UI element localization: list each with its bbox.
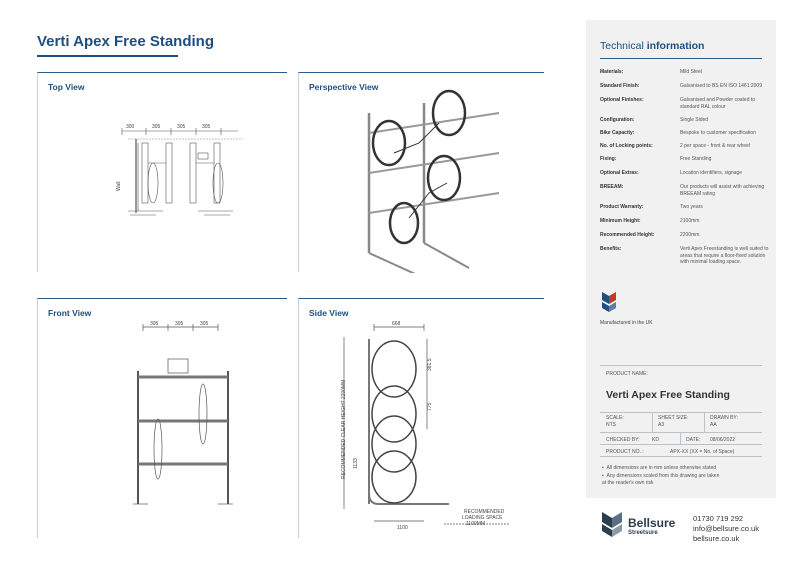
scale-value: NTS: [606, 422, 616, 428]
checked-label: CHECKED BY:: [606, 437, 640, 443]
contact-phone[interactable]: 01730 719 292: [693, 514, 744, 523]
side-loading-label-3: 1100MM: [466, 521, 485, 527]
spec-value: Mild Steel: [680, 69, 702, 75]
checked-value: KD: [652, 437, 659, 443]
perspective-view-panel: Perspective View: [298, 72, 544, 273]
spec-value: Single Sided: [680, 117, 709, 123]
spec-key: Bike Capacity:: [600, 130, 635, 136]
spec-key: Optional Finishes:: [600, 97, 644, 103]
spec-value: Location identifiers, signage: [680, 170, 742, 176]
product-name-label: PRODUCT NAME:: [606, 371, 648, 377]
spec-key: Product Warranty:: [600, 204, 644, 210]
tb-divider: [652, 412, 653, 432]
spec-value: 2 per space - front & rear wheel: [680, 143, 751, 149]
top-dim-3: 305: [177, 124, 186, 130]
spec-key: Materials:: [600, 69, 624, 75]
tb-line: [600, 456, 762, 457]
note-text: All dimensions are in mm unless otherwis…: [606, 465, 717, 471]
front-dim-3: 305: [200, 321, 209, 327]
spec-key: Recommended Height:: [600, 232, 655, 238]
date-value: 08/06/2022: [710, 437, 736, 443]
spec-value: Galvanised and Powder coated to standard…: [680, 97, 756, 110]
tb-divider: [704, 412, 705, 432]
spec-key: Minimum Height:: [600, 218, 641, 224]
technical-rule: [600, 58, 762, 59]
spec-key: Standard Finish:: [600, 83, 640, 89]
side-vertical-label: RECOMMENDED CLEAR HEIGHT 2200MM: [341, 380, 347, 479]
side-loading-label-1: RECOMMENDED: [464, 509, 505, 515]
side-dim-right-2: 775: [427, 402, 433, 411]
technical-heading-plain: Technical: [600, 40, 647, 52]
spec-value: Galvanised to BS EN ISO 1461:2009: [680, 83, 762, 89]
tb-line: [600, 365, 762, 366]
drawn-label: DRAWN BY:: [710, 415, 738, 421]
note-2: • Any dimensions scaled from this drawin…: [602, 473, 720, 486]
manufactured-text: Manufactured in the UK: [600, 320, 653, 326]
contact-web[interactable]: bellsure.co.uk: [693, 534, 740, 543]
title-underline: [37, 55, 178, 57]
technical-heading: Technical information: [600, 40, 704, 52]
spec-value: Free Standing: [680, 156, 712, 162]
side-view-panel: Side View 668 381.5 775 1133 RECOMMENDED…: [298, 298, 544, 538]
front-view-panel: Front View 305 305 305: [37, 298, 287, 538]
top-dim-1: 300: [126, 124, 135, 130]
side-view-title: Side View: [309, 308, 349, 318]
product-name: Verti Apex Free Standing: [606, 389, 730, 401]
spec-key: BREEAM:: [600, 184, 624, 190]
note-text: Any dimensions scaled from this drawing …: [602, 473, 720, 486]
front-view-drawing: 305 305 305: [133, 321, 233, 505]
technical-heading-bold: information: [646, 40, 705, 52]
spec-key: No. of Locking points:: [600, 143, 653, 149]
side-dim-right-1: 381.5: [427, 358, 433, 371]
spec-key: Fixing:: [600, 156, 617, 162]
tb-line: [600, 412, 762, 413]
top-dim-2: 305: [152, 124, 161, 130]
perspective-drawing: [367, 89, 500, 273]
manufactured-uk-icon: [602, 292, 616, 312]
spec-value: 2200mm: [680, 232, 700, 238]
drawn-value: AA: [710, 422, 717, 428]
spec-key: Benefits:: [600, 246, 622, 252]
product-no-label: PRODUCT NO. :: [606, 449, 644, 455]
sheet-value: A3: [658, 422, 665, 428]
tb-divider: [680, 432, 681, 444]
spec-key: Configuration:: [600, 117, 635, 123]
product-no-value: APX-XX (XX = No. of Space): [670, 449, 735, 455]
date-label: DATE:: [686, 437, 701, 443]
side-loading-label-2: LOADING SPACE: [462, 515, 503, 521]
top-view-panel: Top View 300 305 305 305 Wall: [37, 72, 287, 272]
spec-key: Optional Extras:: [600, 170, 639, 176]
spec-value: Our products will assist with achieving …: [680, 184, 765, 197]
top-dim-4: 305: [202, 124, 211, 130]
front-dim-2: 305: [175, 321, 184, 327]
perspective-view-title: Perspective View: [309, 82, 379, 92]
bellsure-logo-icon: [602, 512, 622, 537]
top-wall-label: Wall: [116, 181, 122, 191]
top-view-title: Top View: [48, 82, 85, 92]
scale-label: SCALE:: [606, 415, 624, 421]
brand-sub: Streetsure: [628, 530, 658, 536]
side-dim-top: 668: [392, 321, 401, 327]
spec-value: Bespoke to customer specification: [680, 130, 756, 136]
front-view-title: Front View: [48, 308, 92, 318]
technical-sidebar: Technical information Materials: Mild Ste…: [586, 20, 776, 498]
side-dim-bottom: 1100: [397, 525, 408, 531]
spec-value: Two years: [680, 204, 703, 210]
side-view-drawing: 668 381.5 775 1133 RECOMMENDED CLEAR HEI…: [341, 321, 509, 531]
contact-email[interactable]: info@bellsure.co.uk: [693, 524, 759, 533]
spec-value: Verti Apex Freestanding is well suited t…: [680, 246, 769, 265]
brand-name: Bellsure: [628, 516, 676, 530]
spec-value: 2100mm: [680, 218, 700, 224]
front-dim-1: 305: [150, 321, 159, 327]
side-dim-left: 1133: [353, 458, 359, 469]
sheet-label: SHEET SIZE:: [658, 415, 689, 421]
tb-line: [600, 432, 762, 433]
top-view-drawing: 300 305 305 305 Wall: [116, 124, 243, 216]
page-title: Verti Apex Free Standing: [37, 33, 214, 50]
tb-line: [600, 444, 762, 445]
note-1: • All dimensions are in mm unless otherw…: [602, 465, 717, 471]
